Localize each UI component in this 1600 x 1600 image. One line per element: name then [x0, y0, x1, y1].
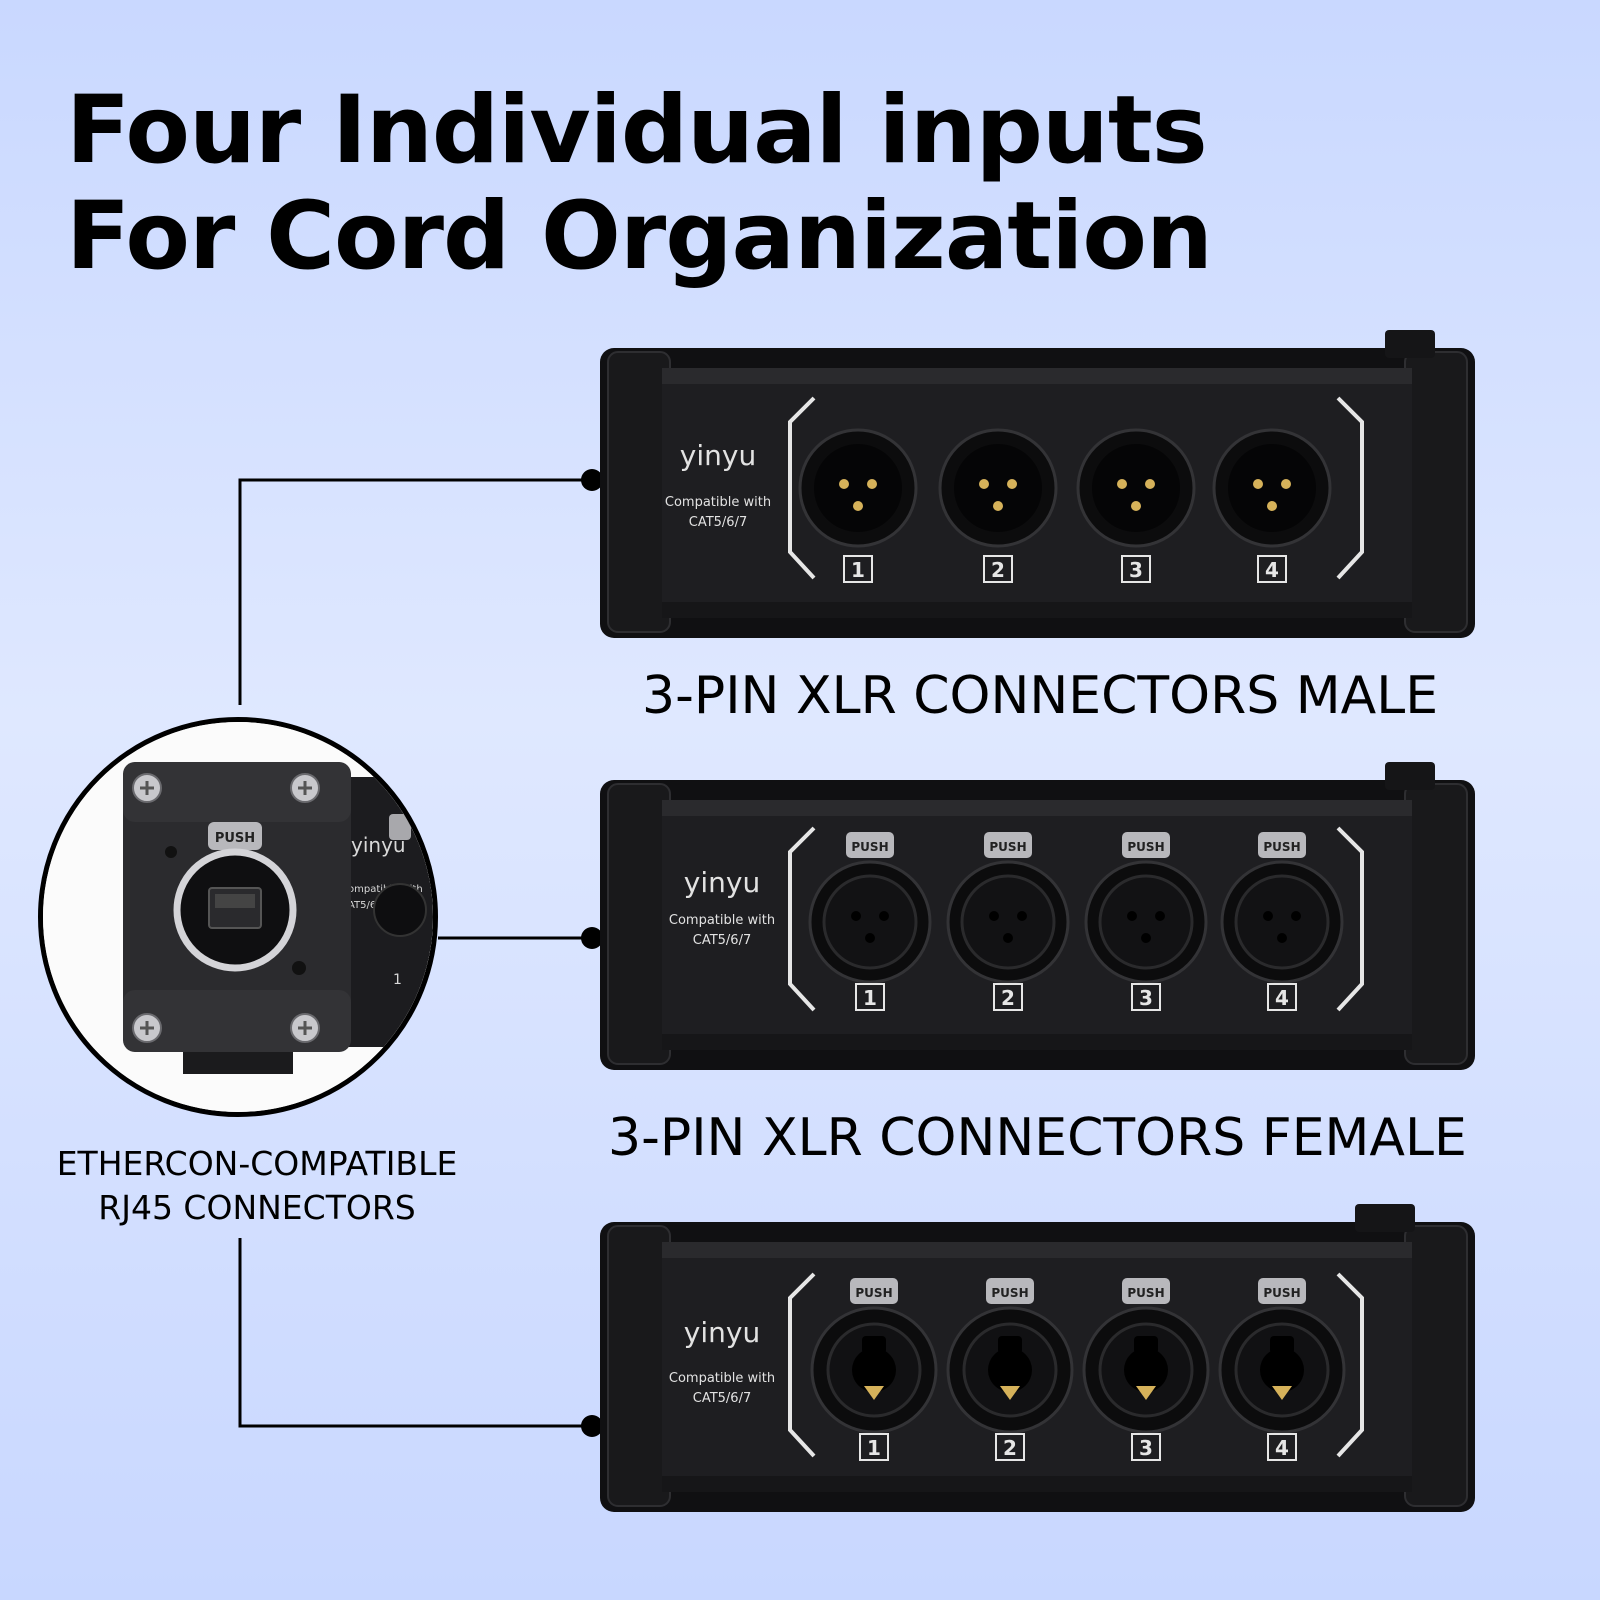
headline: Four Individual inputs For Cord Organiza… [66, 76, 1213, 291]
svg-text:PUSH: PUSH [851, 840, 888, 854]
xlr-male-connector-2 [938, 428, 1058, 548]
channel-label-4: 4 [1275, 986, 1289, 1010]
channel-label-3: 3 [1139, 986, 1153, 1010]
compat-line-2: CAT5/6/7 [689, 515, 747, 530]
panel-bracket-left [788, 826, 816, 1012]
combo-connector-2: PUSH [946, 1278, 1074, 1434]
headline-line-2: For Cord Organization [66, 182, 1213, 291]
compat-line-2: CAT5/6/7 [693, 1391, 751, 1406]
combo-connector-1: PUSH [810, 1278, 938, 1434]
brand-logo: yinyu [684, 866, 760, 899]
channel-label-2: 2 [1001, 986, 1015, 1010]
panel-bracket-right [1336, 396, 1364, 580]
caption-female: 3-PIN XLR CONNECTORS FEMALE [608, 1108, 1467, 1168]
xlr-male-connector-4 [1212, 428, 1332, 548]
channel-label-1: 1 [863, 986, 877, 1010]
svg-text:CAT5/6/7: CAT5/6/7 [341, 900, 386, 911]
product-box-combo: yinyu Compatible with CAT5/6/7 PUSH PUSH… [600, 1204, 1475, 1524]
box-female-graphic: yinyu Compatible with CAT5/6/7 PUSH PUSH… [600, 762, 1475, 1070]
channel-label-1: 1 [851, 558, 865, 582]
channel-label-3: 3 [1129, 558, 1143, 582]
line-to-combo-box [238, 1238, 592, 1428]
rj45-caption-line-1: ETHERCON-COMPATIBLE [56, 1144, 458, 1183]
channel-label-1: 1 [867, 1436, 881, 1460]
channel-label-2: 2 [1003, 1436, 1017, 1460]
combo-connector-4: PUSH [1218, 1278, 1346, 1434]
svg-text:1: 1 [393, 972, 402, 988]
line-to-male-box [238, 478, 592, 705]
svg-text:PUSH: PUSH [855, 1286, 892, 1300]
product-box-female: yinyu Compatible with CAT5/6/7 PUSH PUSH… [600, 762, 1475, 1082]
xlr-female-connector-4: PUSH [1220, 832, 1344, 984]
compat-line-1: Compatible with [665, 495, 771, 510]
svg-text:PUSH: PUSH [1263, 1286, 1300, 1300]
channel-label-2: 2 [991, 558, 1005, 582]
svg-text:PUSH: PUSH [991, 1286, 1028, 1300]
panel-bracket-left [788, 396, 816, 580]
caption-male: 3-PIN XLR CONNECTORS MALE [642, 666, 1439, 726]
brand-logo: yinyu [684, 1316, 760, 1349]
brand-logo: yinyu [680, 439, 756, 472]
compat-line-2: CAT5/6/7 [693, 933, 751, 948]
xlr-female-connector-1: PUSH [808, 832, 932, 984]
svg-text:Compatible with: Compatible with [341, 884, 423, 895]
combo-connector-3: PUSH [1082, 1278, 1210, 1434]
rj45-inset: yinyu Compatible with CAT5/6/7 1 PUSH [38, 717, 438, 1117]
headline-line-1: Four Individual inputs [66, 76, 1208, 185]
xlr-female-connector-3: PUSH [1084, 832, 1208, 984]
compat-line-1: Compatible with [669, 913, 775, 928]
product-box-male: yinyu Compatible with CAT5/6/7 1 2 3 [600, 330, 1475, 650]
svg-text:PUSH: PUSH [1263, 840, 1300, 854]
caption-rj45: ETHERCON-COMPATIBLE RJ45 CONNECTORS [22, 1142, 492, 1230]
xlr-female-connector-2: PUSH [946, 832, 1070, 984]
channel-label-4: 4 [1265, 558, 1279, 582]
channel-label-4: 4 [1275, 1436, 1289, 1460]
panel-bracket-left [788, 1272, 816, 1458]
svg-text:PUSH: PUSH [1127, 1286, 1164, 1300]
rj45-push-label: PUSH [215, 831, 255, 846]
rj45-caption-line-2: RJ45 CONNECTORS [98, 1188, 416, 1227]
panel-bracket-right [1336, 1272, 1364, 1458]
svg-text:PUSH: PUSH [1127, 840, 1164, 854]
xlr-male-connector-3 [1076, 428, 1196, 548]
rj45-inset-graphic: yinyu Compatible with CAT5/6/7 1 PUSH [43, 722, 433, 1112]
svg-text:PUSH: PUSH [989, 840, 1026, 854]
compat-line-1: Compatible with [669, 1371, 775, 1386]
box-male-graphic: yinyu Compatible with CAT5/6/7 1 2 3 [600, 330, 1475, 638]
box-combo-graphic: yinyu Compatible with CAT5/6/7 PUSH PUSH… [600, 1204, 1475, 1512]
channel-label-3: 3 [1139, 1436, 1153, 1460]
panel-bracket-right [1336, 826, 1364, 1012]
xlr-male-connector-1 [798, 428, 918, 548]
